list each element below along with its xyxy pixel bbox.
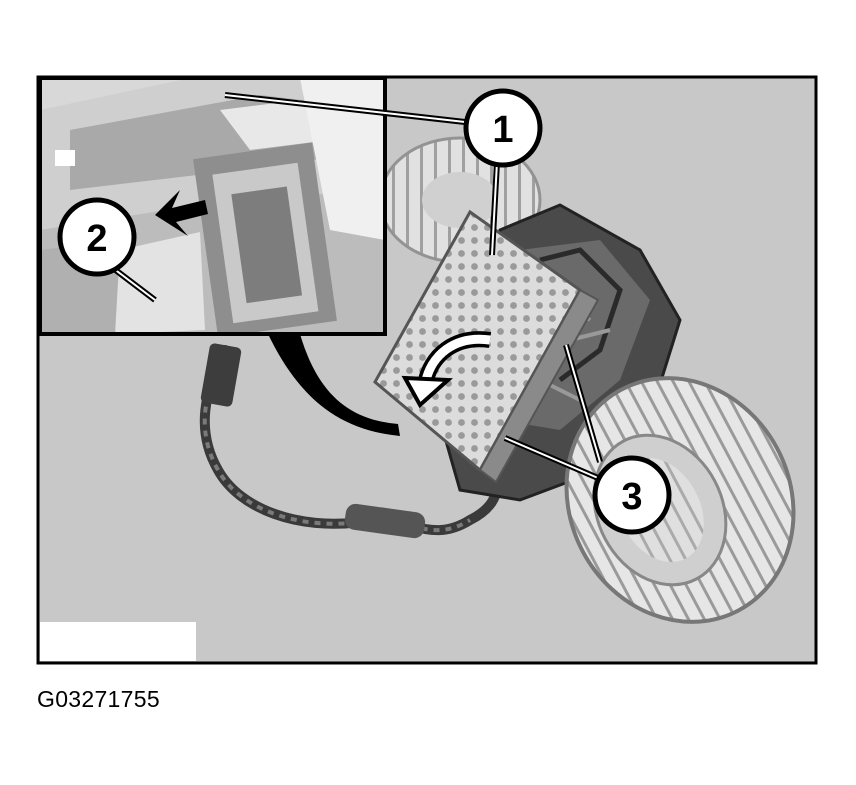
figure-id-label: G03271755 — [37, 686, 160, 712]
callout-3: 3 — [592, 455, 672, 535]
removal-arrow — [401, 331, 492, 409]
callout-2-label: 2 — [86, 218, 107, 260]
harness-connector — [200, 343, 242, 407]
callout-2: 2 — [57, 197, 137, 277]
push-arrow — [155, 190, 208, 236]
callout-1: 1 — [463, 88, 543, 168]
connector-sleeve — [344, 503, 426, 539]
blank-patch — [40, 622, 196, 661]
callout-1-label: 1 — [492, 109, 513, 151]
callout-3-label: 3 — [621, 476, 642, 518]
inset-pointer — [268, 334, 400, 436]
inset-detail — [38, 76, 387, 336]
